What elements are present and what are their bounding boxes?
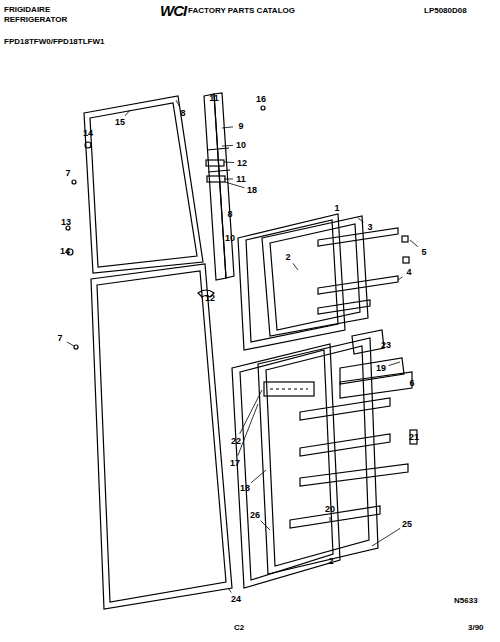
callout-number: 1 xyxy=(334,204,339,213)
shelf xyxy=(300,398,390,420)
freezer-liner xyxy=(262,216,368,336)
leader-line xyxy=(389,362,400,366)
callout-number: 24 xyxy=(231,595,241,604)
header-text: FACTORY PARTS CATALOG xyxy=(188,7,295,15)
freezer-liner-inner xyxy=(270,224,360,330)
leader-line xyxy=(293,263,298,270)
callout-number: 20 xyxy=(325,505,335,514)
callout-number: 2 xyxy=(328,557,333,566)
callout-number: 8 xyxy=(227,210,232,219)
screw xyxy=(66,226,70,230)
callout-number: 10 xyxy=(236,141,246,150)
callout-number: 3 xyxy=(367,223,372,232)
leader-line xyxy=(125,110,130,116)
callout-number: 18 xyxy=(247,186,257,195)
header-text: LP5080D08 xyxy=(424,7,467,15)
shelf-end xyxy=(403,257,409,263)
leader-line xyxy=(224,162,234,164)
callout-number: 16 xyxy=(256,95,266,104)
leader-line xyxy=(224,179,233,180)
callout-number: 17 xyxy=(230,459,240,468)
leader-line xyxy=(67,342,74,346)
callout-number: 13 xyxy=(61,218,71,227)
shelf xyxy=(340,372,412,398)
screw xyxy=(74,345,78,349)
header-text: 3/90 xyxy=(468,624,484,632)
dairy-detail xyxy=(270,388,308,389)
trim-strip xyxy=(204,94,226,280)
leader-line xyxy=(240,390,262,434)
header-text: N5633 xyxy=(454,597,478,605)
header-text: FPD18TFW0/FPD18TLFW1 xyxy=(4,38,104,46)
screw xyxy=(72,180,76,184)
header-text: FRIGIDAIRE xyxy=(4,6,50,14)
food-liner xyxy=(258,338,378,574)
callout-number: 5 xyxy=(421,248,426,257)
callout-number: 25 xyxy=(402,520,412,529)
leader-line xyxy=(410,240,418,247)
upper-bin xyxy=(352,330,384,354)
leader-line xyxy=(238,404,258,456)
leader-line xyxy=(398,277,403,280)
callout-number: 15 xyxy=(115,118,125,127)
food-liner-inner xyxy=(266,346,369,566)
callout-number: 19 xyxy=(376,364,386,373)
hinge-block xyxy=(207,176,225,182)
shelf xyxy=(300,464,408,486)
header-text: C2 xyxy=(234,624,244,632)
callout-number: 11 xyxy=(236,175,246,184)
callout-number: 26 xyxy=(250,511,260,520)
food-gasket-inner xyxy=(240,350,333,580)
freezer-gasket xyxy=(238,214,345,350)
callout-number: 11 xyxy=(209,94,219,103)
trim-line xyxy=(207,148,229,150)
callout-number: 8 xyxy=(180,109,185,118)
hinge-block xyxy=(206,160,224,166)
leader-line xyxy=(358,218,364,222)
callout-number: 22 xyxy=(231,437,241,446)
leader-line xyxy=(222,145,233,147)
callout-number: 6 xyxy=(409,379,414,388)
callout-number: 23 xyxy=(381,341,391,350)
food-door-gasket xyxy=(91,264,232,609)
leader-line xyxy=(330,517,331,521)
callout-number: 21 xyxy=(409,433,419,442)
food-gasket xyxy=(232,344,340,588)
freezer-door-gasket xyxy=(84,96,203,273)
freezer-shelf xyxy=(318,300,370,314)
shelf-end xyxy=(402,236,408,242)
callout-number: 10 xyxy=(225,234,235,243)
food-door-gasket-inner xyxy=(97,271,226,602)
dairy-compartment xyxy=(264,382,314,396)
freezer-shelf xyxy=(318,276,398,294)
callout-number: 14 xyxy=(60,247,70,256)
callout-number: 9 xyxy=(238,122,243,131)
leader-line xyxy=(372,528,400,546)
callout-number: 4 xyxy=(406,268,411,277)
leader-line xyxy=(251,470,266,483)
shelf xyxy=(300,434,390,456)
leader-line xyxy=(176,100,179,106)
callout-number: 18 xyxy=(240,484,250,493)
screw xyxy=(85,142,91,148)
callout-number: 7 xyxy=(57,334,62,343)
trim-line xyxy=(208,170,230,172)
leader-line xyxy=(261,521,270,530)
callout-number: 12 xyxy=(205,294,215,303)
plug xyxy=(261,106,265,110)
header-text: REFRIGERATOR xyxy=(4,16,67,24)
callout-number: 14 xyxy=(83,129,93,138)
header-text: WCI xyxy=(160,3,186,18)
trim-strip xyxy=(214,93,234,278)
callout-number: 2 xyxy=(285,253,290,262)
freezer-shelf xyxy=(318,228,398,246)
callout-number: 7 xyxy=(65,169,70,178)
freezer-door-gasket-inner xyxy=(90,103,197,267)
callout-number: 12 xyxy=(237,159,247,168)
leader-line xyxy=(222,127,233,128)
leader-line xyxy=(228,588,231,593)
